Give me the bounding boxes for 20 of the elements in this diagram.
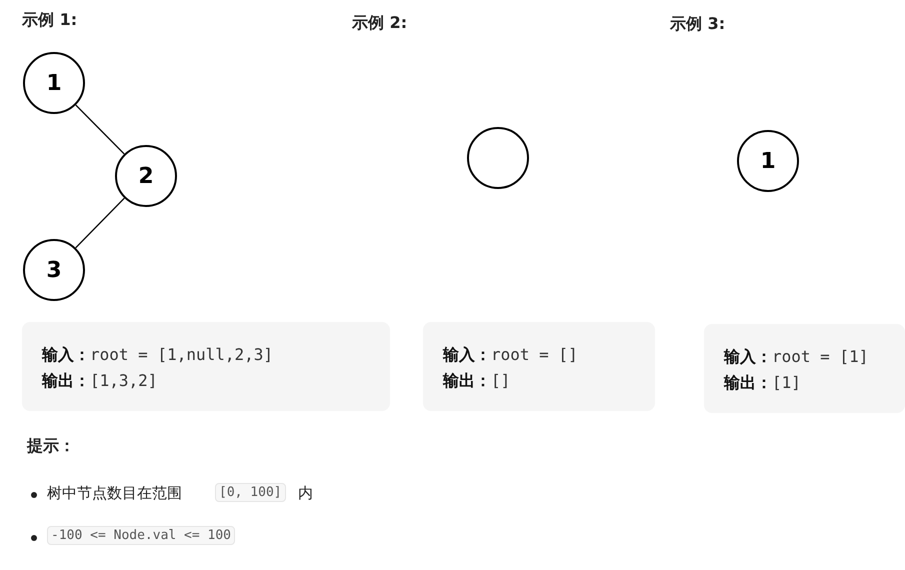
section-heading: 示例 3: [670,14,726,35]
section-heading: 提示： [27,436,75,457]
code-line: 输出：[] [443,370,512,392]
tree-node-circle: 2 [115,145,177,207]
section-heading: 示例 2: [352,13,408,34]
code-line: 输入：root = [] [443,344,579,366]
bullet-text: 树中节点数目在范围 [47,484,182,503]
bullet-text: 内 [298,484,313,503]
code-line: 输入：root = [1] [724,346,870,368]
tree-edge [75,198,125,248]
section-heading: 示例 1: [22,10,78,31]
code-line: 输入：root = [1,null,2,3] [42,344,274,366]
code-line: 输出：[1] [724,372,802,394]
tree-node-circle: 1 [737,130,799,192]
tree-node-circle: 3 [23,239,85,301]
tree-edge [75,104,125,154]
tree-node-circle: 1 [23,52,85,114]
inline-code: [0, 100] [215,483,286,502]
inline-code: -100 <= Node.val <= 100 [47,526,236,545]
code-line: 输出：[1,3,2] [42,370,158,392]
